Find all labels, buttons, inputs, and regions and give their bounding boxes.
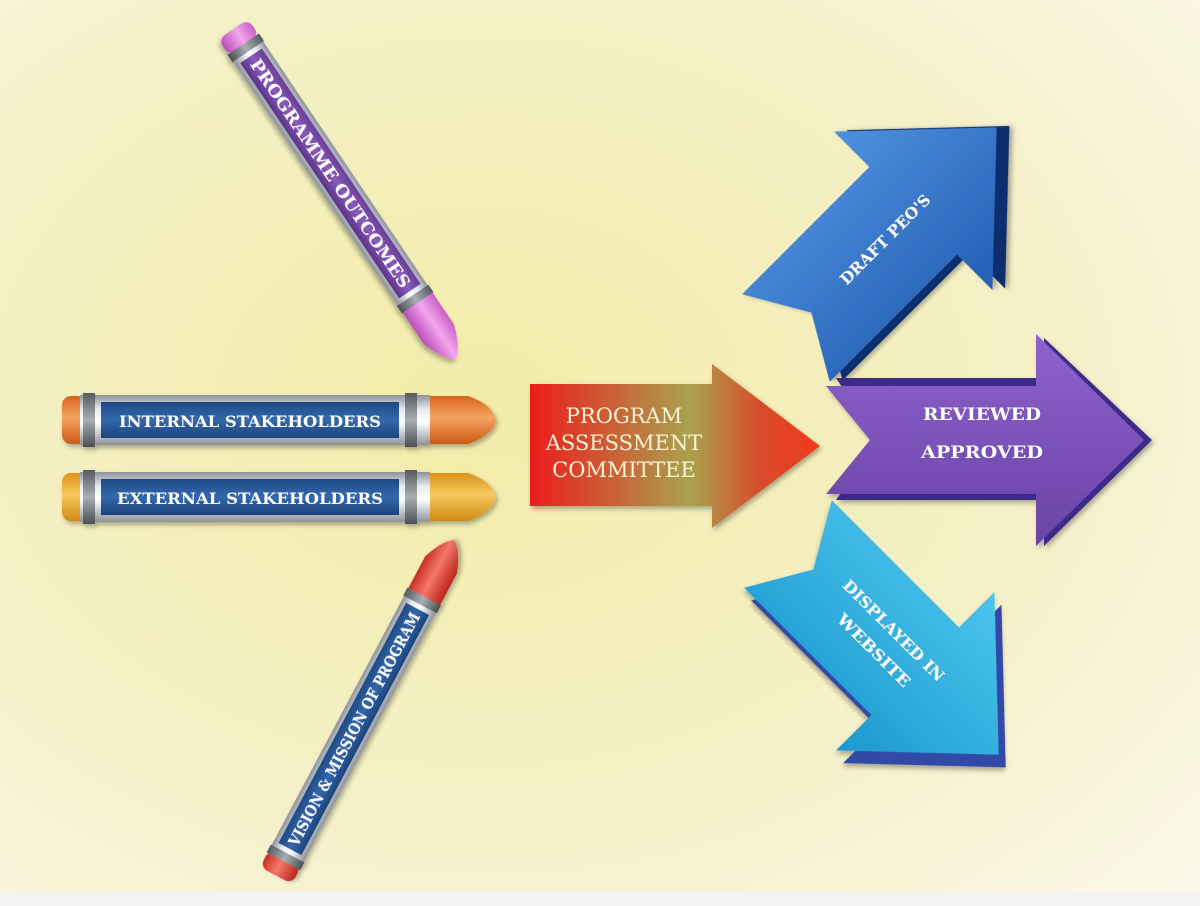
crayon-ring	[266, 844, 305, 871]
committee-arrow: PROGRAM ASSESSMENT COMMITTEE	[530, 364, 820, 528]
crayon-cap	[221, 22, 257, 53]
crayon-label-band	[101, 479, 399, 515]
crayon-ring	[227, 33, 265, 63]
crayon-ring	[396, 284, 434, 314]
crayon-label-band	[240, 48, 421, 299]
crayon-ring	[83, 470, 95, 524]
bottom-strip	[0, 892, 1200, 906]
committee-label-line3: COMMITTEE	[552, 458, 696, 482]
crayon-tip	[430, 396, 496, 444]
crayon-tip	[402, 292, 458, 360]
crayon-tip	[430, 473, 496, 521]
crayon-tip	[408, 540, 459, 605]
arrow-label-line2: APPROVED	[920, 443, 1043, 463]
arrow-displayed-website: DISPLAYED IN WEBSITE	[744, 500, 1006, 768]
crayon-label: INTERNAL STAKEHOLDERS	[119, 412, 381, 431]
crayon-label: EXTERNAL STAKEHOLDERS	[117, 489, 383, 508]
crayon-ring	[403, 587, 441, 614]
crayon-ring	[405, 470, 417, 524]
crayon-ring	[83, 393, 95, 447]
arrow-label-line1: REVIEWED	[923, 405, 1041, 425]
committee-label-line2: ASSESSMENT	[545, 431, 703, 455]
crayon-label-band	[278, 602, 430, 856]
crayon-cap	[262, 852, 299, 882]
arrow-shape	[744, 500, 999, 755]
crayon-ring	[405, 393, 417, 447]
arrow-shape	[826, 334, 1144, 546]
arrow-reviewed-approved: REVIEWED APPROVED	[826, 334, 1152, 546]
crayon-label-band	[101, 402, 399, 438]
arrow-draft-peos: DRAFT PEO'S	[742, 125, 1010, 382]
crayon-internal-stakeholders: INTERNAL STAKEHOLDERS	[62, 393, 496, 447]
committee-arrow-shape	[530, 364, 820, 528]
crayon-external-stakeholders: EXTERNAL STAKEHOLDERS	[62, 470, 496, 524]
committee-label-line1: PROGRAM	[566, 404, 682, 428]
arrow-shape	[742, 127, 997, 382]
